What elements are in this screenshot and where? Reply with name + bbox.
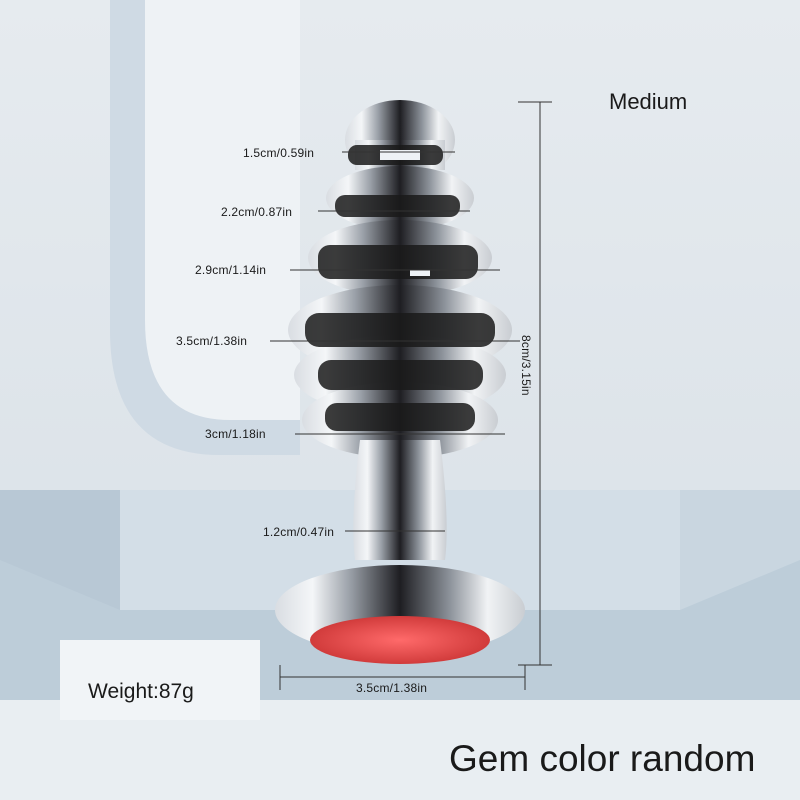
dimension-label-tip: 1.5cm/0.59in [243,146,315,160]
dimension-lines [270,101,552,690]
gem-color-note: Gem color random [449,738,756,779]
dimension-label-height: 8cm/3.15in [519,335,533,396]
product-body [275,100,525,664]
weight-label: Weight:87g [88,680,194,703]
dimension-label-base-width: 3.5cm/1.38in [356,681,428,695]
dimension-label-ring-4: 3.5cm/1.38in [176,334,248,348]
dimension-label-ring-2: 2.2cm/0.87in [221,205,293,219]
step-front [60,640,260,720]
gem-base [310,616,490,664]
dimension-label-ring-3: 2.9cm/1.14in [195,263,267,277]
dimension-label-ring-5: 3cm/1.18in [205,427,266,441]
dimension-label-neck: 1.2cm/0.47in [263,525,335,539]
size-label: Medium [609,89,688,114]
arch-inner [145,0,300,420]
